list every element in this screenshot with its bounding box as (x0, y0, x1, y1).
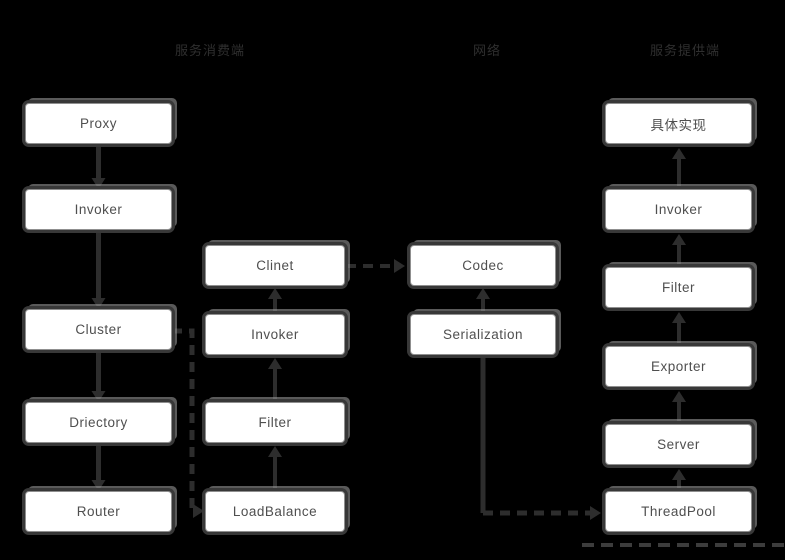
box-threadpool: ThreadPool (605, 491, 752, 532)
box-cluster: Cluster (25, 309, 172, 350)
box-serialization: Serialization (410, 314, 556, 355)
box-provider-filter-label: Filter (662, 280, 695, 295)
box-loadbalance-label: LoadBalance (232, 504, 318, 519)
box-driectory: Driectory (25, 402, 172, 443)
header-network: 网络 (473, 43, 502, 58)
arrow-invoker-to-clinet (268, 288, 282, 313)
box-server: Server (605, 424, 752, 465)
arrow-exporter-to-filter (672, 312, 686, 345)
arrow-invoker-to-impl (672, 148, 686, 188)
arrow-proxy-to-invoker (91, 145, 106, 189)
box-invocation-filter-label: Filter (258, 415, 292, 430)
box-proxy-label: Proxy (79, 116, 117, 131)
arrow-serialization-to-threadpool (480, 356, 601, 520)
arrow-driectory-to-router (91, 444, 106, 491)
arrow-loadbalance-to-filter (268, 446, 282, 490)
arrow-cluster-to-driectory (91, 351, 106, 402)
box-provider-filter: Filter (605, 267, 752, 308)
box-consumer-invoker-label: Invoker (74, 202, 123, 217)
arrow-filter-to-invoker (268, 358, 282, 401)
arrow-threadpool-to-server (672, 469, 686, 490)
box-serialization-label: Serialization (442, 327, 524, 342)
arrow-serialization-to-codec (476, 288, 490, 313)
box-exporter-label: Exporter (650, 359, 707, 374)
box-impl-label: 具体实现 (650, 117, 707, 133)
box-provider-invoker-label: Invoker (654, 202, 703, 217)
arrow-filter-to-invoker-provider (672, 234, 686, 266)
box-threadpool-label: ThreadPool (641, 504, 716, 519)
box-clinet-label: Clinet (256, 258, 294, 273)
arrow-invoker-to-cluster (91, 231, 106, 309)
box-invocation-invoker-label: Invoker (251, 327, 299, 342)
arrow-server-to-exporter (672, 391, 686, 423)
box-loadbalance: LoadBalance (205, 491, 345, 532)
box-driectory-label: Driectory (69, 415, 128, 430)
box-codec-label: Codec (462, 258, 504, 273)
box-exporter: Exporter (605, 346, 752, 387)
box-invocation-invoker: Invoker (205, 314, 345, 355)
box-clinet: Clinet (205, 245, 345, 286)
box-server-label: Server (657, 437, 700, 452)
box-cluster-label: Cluster (75, 322, 122, 337)
box-proxy: Proxy (25, 103, 172, 144)
box-invocation-filter: Filter (205, 402, 345, 443)
arrow-clinet-to-codec (346, 259, 405, 273)
box-router: Router (25, 491, 172, 532)
arrow-cluster-to-loadbalance (172, 328, 204, 518)
box-codec: Codec (410, 245, 556, 286)
header-consumer-side: 服务消费端 (175, 43, 246, 58)
box-provider-invoker: Invoker (605, 189, 752, 230)
header-provider-side: 服务提供端 (650, 43, 721, 58)
box-impl: 具体实现 (605, 103, 752, 144)
box-router-label: Router (76, 504, 121, 519)
box-consumer-invoker: Invoker (25, 189, 172, 230)
